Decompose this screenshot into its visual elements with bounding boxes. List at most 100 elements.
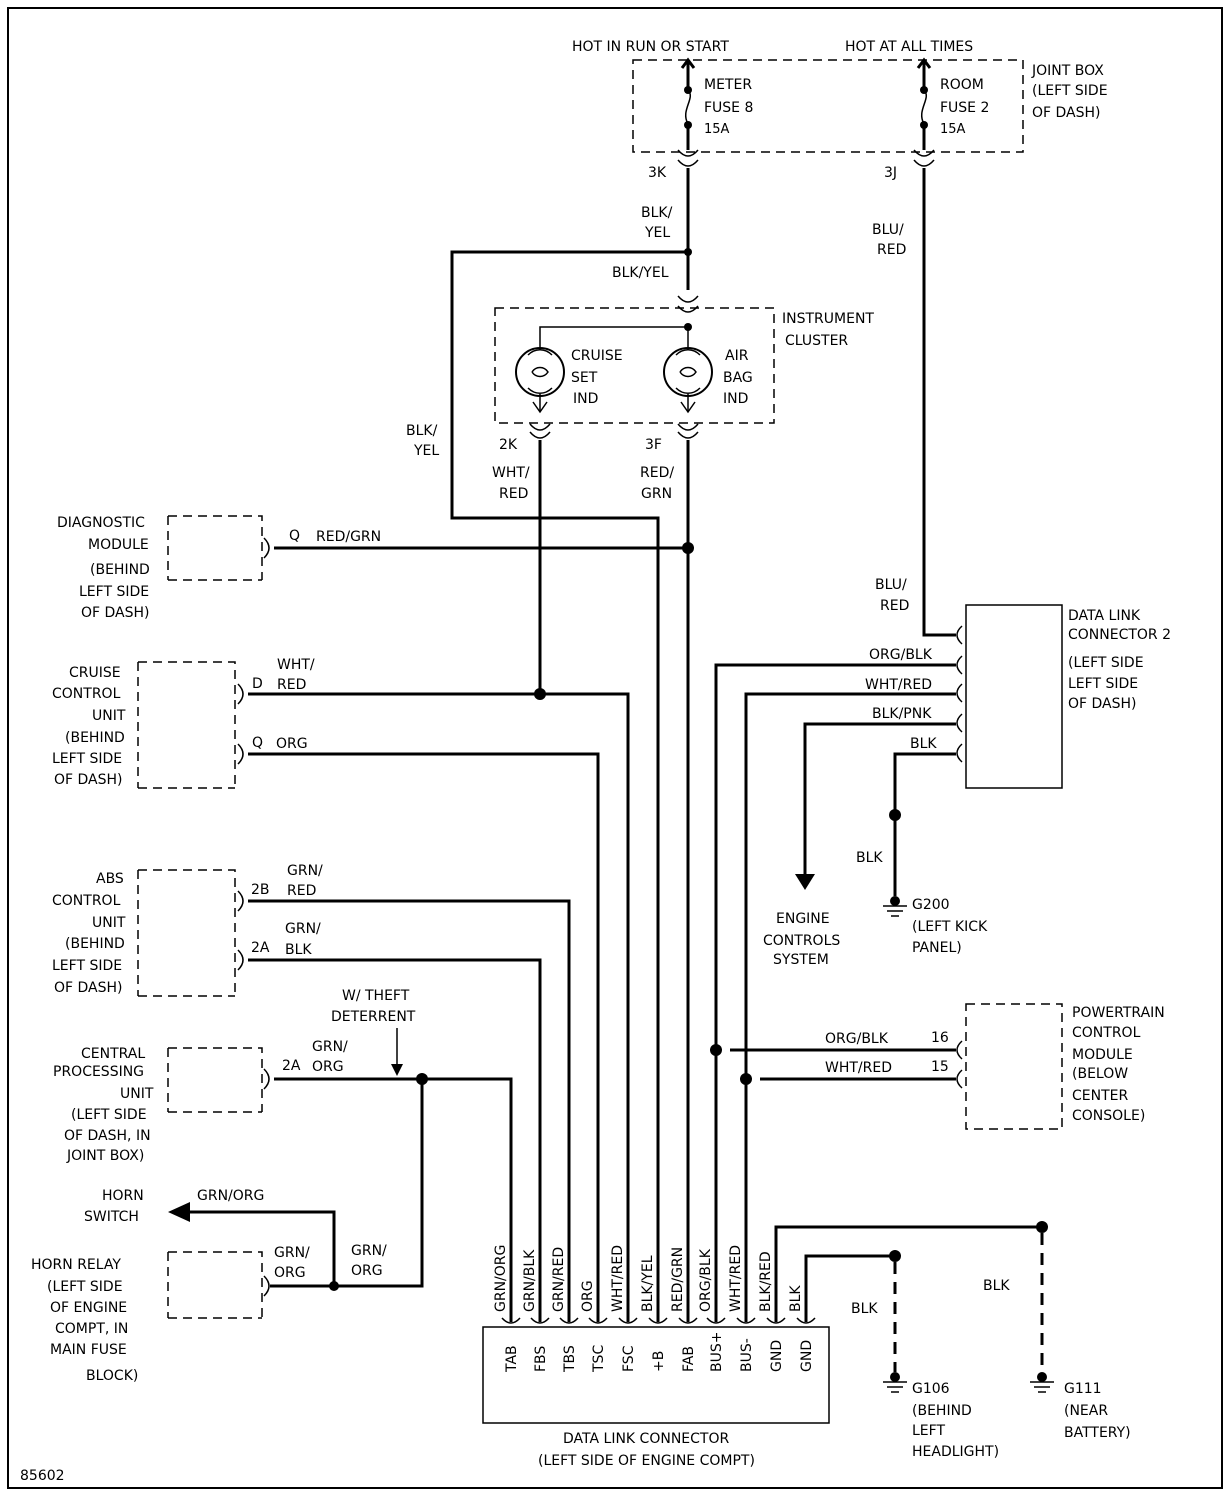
dlc-pin-label: GND [799, 1340, 815, 1372]
dlc2-wire-blk: BLK [910, 736, 937, 752]
pcm-label-line: CENTER [1072, 1088, 1128, 1104]
pin-3f-label: 3F [645, 437, 662, 453]
diagnostic-pin-label: Q [289, 528, 300, 544]
dlc-label: (LEFT SIDE OF ENGINE COMPT) [538, 1453, 755, 1469]
cruise-control-label-line: UNIT [92, 708, 126, 724]
horn-relay-connector-icon [263, 1275, 270, 1297]
pcm-label-line: CONTROL [1072, 1025, 1141, 1041]
abs-connector-2a-icon [237, 949, 244, 971]
cluster-internal-wire [539, 326, 689, 340]
cruise-wire-d-label: RED [277, 677, 306, 693]
engine-controls-arrow-icon [795, 874, 815, 890]
theft-note: DETERRENT [331, 1009, 416, 1025]
meter-fuse-label: METER [704, 77, 752, 93]
figure-id: 85602 [20, 1468, 65, 1484]
theft-note: W/ THEFT [342, 988, 410, 1004]
instrument-cluster-label: INSTRUMENT [782, 311, 874, 327]
meter-fuse-element-icon [685, 89, 691, 125]
wire-label-blk-yel: BLK/ [641, 205, 673, 221]
horn-relay-wire-label: ORG [274, 1265, 306, 1281]
horn-relay-label-line: HORN RELAY [31, 1257, 121, 1273]
splice-org-blk [710, 1044, 722, 1056]
joint-box-label-line: OF DASH) [1032, 105, 1101, 121]
wire-org-cruise [248, 752, 600, 1322]
pcm-outline [965, 1003, 1063, 1130]
splice-wht-red [534, 688, 546, 700]
cruise-wire-d-label: WHT/ [277, 657, 315, 673]
splice-horn [329, 1281, 339, 1291]
horn-relay-label: HORN RELAY (LEFT SIDE OF ENGINE COMPT, I… [31, 1257, 138, 1384]
dlc-wire-label: WHT/RED [610, 1245, 626, 1312]
abs-control-outline [137, 869, 236, 997]
dlc-terminal-icon [618, 1317, 638, 1324]
dlc-pin-label: +B [651, 1351, 667, 1372]
dlc-pin-label: TBS [562, 1345, 578, 1373]
dlc2-box [965, 604, 1063, 789]
dlc-terminal-icon [530, 1317, 550, 1324]
splice-blk-g200 [889, 809, 901, 821]
cruise-pin-q-label: Q [252, 735, 263, 751]
horn-switch-label: HORN [102, 1188, 144, 1204]
g200-id: G200 [912, 897, 950, 913]
ground-g111-icon [1030, 1372, 1054, 1393]
horn-relay-label-line: MAIN FUSE [50, 1342, 127, 1358]
cruise-control-label-line: CRUISE [69, 665, 121, 681]
abs-wire-2b-label: GRN/ [287, 863, 323, 879]
wire-label-blk-g111: BLK [983, 1278, 1010, 1294]
cruise-ind-label: SET [571, 370, 598, 386]
dlc-terminal-icon [736, 1317, 756, 1324]
wire-blk-gnd [804, 1254, 895, 1322]
wire-blk-yel-left [450, 250, 688, 1322]
g106-label: LEFT [912, 1423, 945, 1439]
dlc-wire-label: RED/GRN [670, 1247, 686, 1312]
cpu-label: CENTRAL PROCESSING UNIT (LEFT SIDE OF DA… [53, 1046, 154, 1164]
cpu-wire-label: ORG [312, 1059, 344, 1075]
dlc2-wire-blk-pnk: BLK/PNK [872, 706, 932, 722]
abs-control-label-line: UNIT [92, 915, 126, 931]
horn-right-wire-label: ORG [351, 1263, 383, 1279]
connector-3k-icon [677, 149, 699, 167]
cpu-label-line: JOINT BOX) [66, 1148, 144, 1164]
horn-relay-wire-label: GRN/ [274, 1245, 310, 1261]
dlc-terminal-icon [648, 1317, 668, 1324]
meter-fuse-arrow [680, 57, 696, 69]
horn-right-wire-label: GRN/ [351, 1243, 387, 1259]
wire-blk-red-gnd [774, 1225, 1042, 1322]
pin-3k-label: 3K [648, 165, 667, 181]
cruise-control-label-line: OF DASH) [54, 772, 123, 788]
dlc-wire-label: GRN/RED [551, 1247, 567, 1312]
cruise-control-outline [137, 661, 236, 789]
joint-box-label-line: (LEFT SIDE [1032, 83, 1108, 99]
dlc-pin-label: GND [769, 1340, 785, 1372]
wire-grn-org-horn [270, 1079, 424, 1288]
dlc2-label-line: CONNECTOR 2 [1068, 627, 1171, 643]
dlc-wire-label: GRN/BLK [522, 1249, 538, 1312]
dlc2-label-line: (LEFT SIDE [1068, 655, 1144, 671]
dlc-pin-label: TSC [591, 1345, 607, 1373]
abs-control-label-line: LEFT SIDE [52, 958, 122, 974]
engine-controls-label: ENGINE [776, 911, 830, 927]
abs-connector-2b-icon [237, 890, 244, 912]
abs-wire-2a-label: GRN/ [285, 921, 321, 937]
wire-label-blu-red: RED [877, 242, 906, 258]
horn-relay-label-line: BLOCK) [86, 1368, 138, 1384]
g106-label: HEADLIGHT) [912, 1444, 999, 1460]
horn-switch-arrow-icon [168, 1202, 190, 1222]
hot-all-times-label: HOT AT ALL TIMES [845, 39, 973, 55]
wire-label-blk-yel-left: YEL [413, 443, 439, 459]
dlc-wire-label: ORG/BLK [698, 1248, 714, 1312]
dlc-wire-label: WHT/RED [728, 1245, 744, 1312]
wire-label-wht-red: RED [499, 486, 528, 502]
dlc-pin-label: BUS- [739, 1338, 755, 1372]
joint-box-label: JOINT BOX (LEFT SIDE OF DASH) [1031, 63, 1108, 121]
abs-control-label-line: CONTROL [52, 893, 121, 909]
diagnostic-module-label: DIAGNOSTIC MODULE (BEHIND LEFT SIDE OF D… [57, 515, 150, 621]
cruise-wire-q-label: ORG [276, 736, 308, 752]
cruise-set-ind-icon [515, 340, 565, 414]
connector-2k-icon [529, 423, 551, 439]
dlc2-wire-wht-red: WHT/RED [865, 677, 932, 693]
dlc2-pin-terminals [956, 625, 963, 763]
cpu-label-line: UNIT [120, 1086, 154, 1102]
wire-wht-red-cruise [248, 692, 630, 1322]
